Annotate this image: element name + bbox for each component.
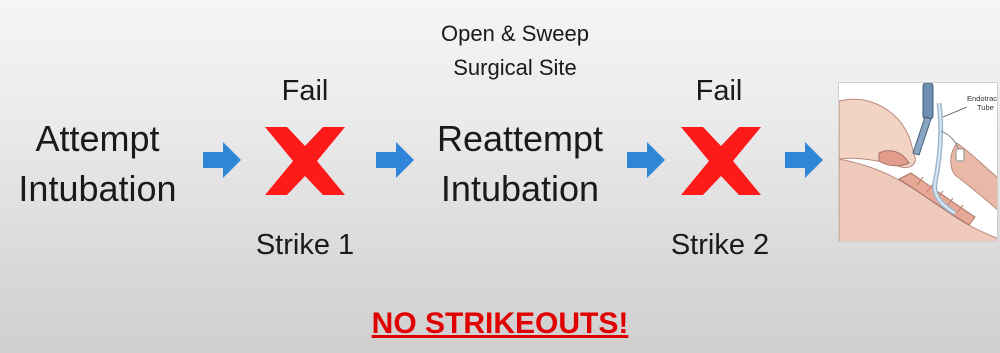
step-line: Reattempt xyxy=(436,118,604,159)
strike-label: Strike 2 xyxy=(670,229,770,261)
right-arrow-icon xyxy=(627,142,665,178)
step-reattempt-intubation: Reattempt Intubation xyxy=(420,118,620,210)
right-arrow-icon xyxy=(203,142,241,178)
step-line: Intubation xyxy=(440,168,600,209)
x-mark-icon xyxy=(681,127,761,195)
fail-label: Fail xyxy=(695,75,743,107)
x-mark-icon xyxy=(265,127,345,195)
note-line: Open & Sweep xyxy=(441,21,589,46)
right-arrow-icon xyxy=(376,142,414,178)
right-arrow-icon xyxy=(785,142,823,178)
note-line: Surgical Site xyxy=(453,55,577,80)
endotracheal-tube-illustration: Endotracheal Tube xyxy=(838,82,998,242)
airway-drawing: Endotracheal Tube xyxy=(839,83,998,241)
strike-label: Strike 1 xyxy=(255,229,355,261)
illustration-label-line: Tube xyxy=(977,103,994,112)
step-attempt-intubation: Attempt Intubation xyxy=(0,118,195,210)
no-strikeouts-banner: NO STRIKEOUTS! xyxy=(371,307,629,340)
step-line: Attempt xyxy=(35,118,160,159)
step-line: Intubation xyxy=(18,168,177,209)
step-note: Open & Sweep Surgical Site xyxy=(415,20,615,82)
fail-label: Fail xyxy=(281,75,329,107)
illustration-label-line: Endotracheal xyxy=(967,94,998,103)
